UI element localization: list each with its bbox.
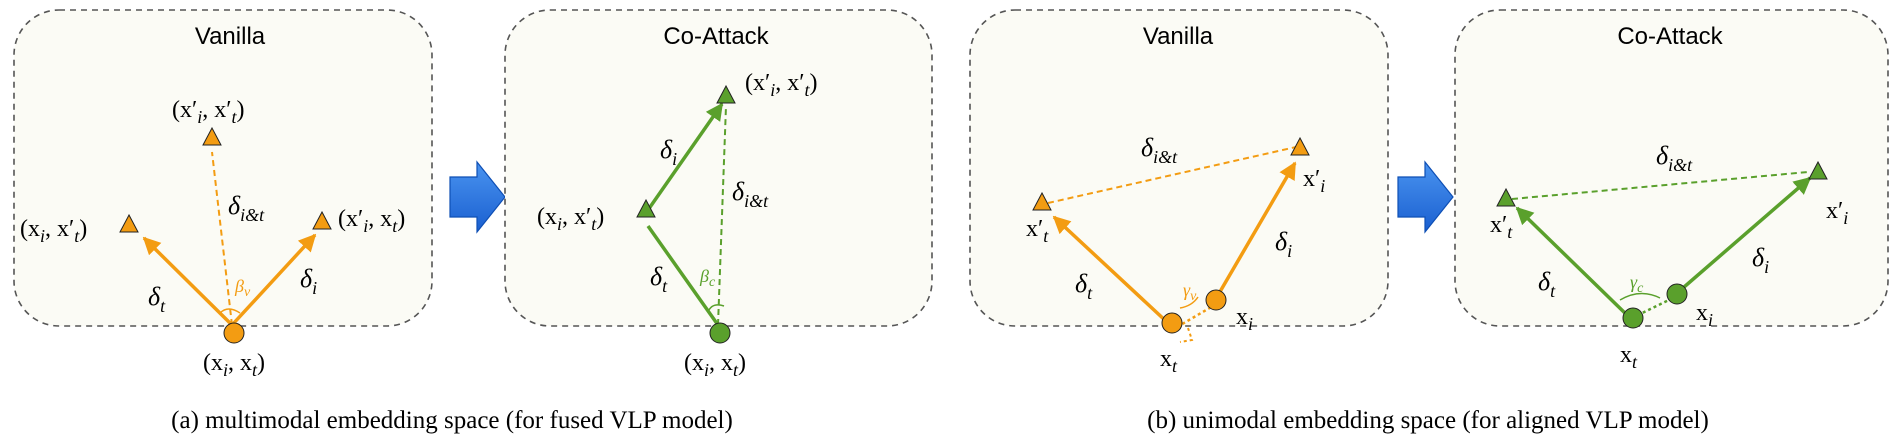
triangle-node <box>1290 136 1310 156</box>
delta-t-label: δt <box>650 262 668 296</box>
delta-it-label: δi&t <box>228 191 265 225</box>
beta-arc <box>707 304 725 313</box>
node-label-xpi-xpt: (x′i, x′t) <box>172 97 245 127</box>
panel-a-vanilla: Vanilla (x′i, x′t) (xi, x′t) (x′i, xt) (… <box>13 9 433 380</box>
caption-b: (b) unimodal embedding space (for aligne… <box>1147 407 1709 434</box>
triangle-node <box>119 213 139 233</box>
delta-it-label: δi&t <box>1141 133 1178 167</box>
node-label-xpt: x′t <box>1026 216 1049 246</box>
panel-frame <box>13 9 433 327</box>
panel-title: Co-Attack <box>663 23 769 50</box>
delta-t-arrow <box>1515 206 1630 318</box>
panel-frame <box>1454 9 1889 327</box>
beta-arc <box>219 308 241 314</box>
circle-node <box>1205 289 1227 311</box>
delta-i-label: δi <box>300 264 317 298</box>
delta-t-edge <box>646 224 720 327</box>
node-label-xpt: x′t <box>1490 212 1513 242</box>
right-arrow-icon <box>1397 160 1454 234</box>
panel-frame <box>504 9 933 327</box>
delta-i-arrow <box>646 102 724 212</box>
triangle-node <box>716 84 736 104</box>
panel-title: Vanilla <box>1143 23 1214 50</box>
node-label-xpi-xpt: (x′i, x′t) <box>745 70 818 100</box>
node-label-xi-xt: (xi, xt) <box>203 350 265 380</box>
node-label-xpi-xt: (x′i, xt) <box>338 206 405 236</box>
caption-a: (a) multimodal embedding space (for fuse… <box>171 407 733 434</box>
panel-b-vanilla: Vanilla x′t x′i xt xi δi&t δt δi γv <box>969 9 1389 376</box>
triangle-node <box>1032 191 1052 211</box>
delta-i-arrow <box>230 233 317 327</box>
gamma-v-label: γv <box>1183 280 1197 304</box>
angle-marker <box>1179 327 1194 343</box>
node-label-xpi: x′i <box>1303 166 1325 196</box>
right-arrow-icon <box>449 160 506 234</box>
delta-t-arrow <box>1052 215 1170 325</box>
gamma-c-label: γc <box>1630 272 1644 296</box>
delta-it-edge <box>1047 146 1297 204</box>
beta-v-label: βv <box>234 276 251 300</box>
delta-it-edge <box>211 151 233 326</box>
delta-i-arrow <box>1212 161 1297 303</box>
circle-node <box>223 322 245 344</box>
delta-t-label: δt <box>148 282 166 316</box>
triangle-node <box>1496 187 1516 207</box>
circle-node <box>1622 307 1644 329</box>
delta-it-label: δi&t <box>732 177 769 211</box>
delta-t-arrow <box>142 236 234 327</box>
delta-t-label: δt <box>1075 269 1093 303</box>
gamma-arc <box>1619 292 1661 301</box>
delta-i-label: δi <box>1752 243 1769 277</box>
node-label-xt: xt <box>1160 346 1178 376</box>
beta-c-label: βc <box>699 266 716 290</box>
node-label-xi-xpt: (xi, x′t) <box>20 216 87 246</box>
delta-i-arrow <box>1674 176 1812 296</box>
triangle-node <box>312 210 332 230</box>
node-label-xi-xt: (xi, xt) <box>684 350 746 380</box>
delta-it-edge <box>717 105 727 326</box>
panel-a-coattack: Co-Attack (x′i, x′t) (xi, x′t) (xi, xt) … <box>504 9 933 380</box>
circle-node <box>709 322 731 344</box>
triangle-node <box>202 126 222 146</box>
node-label-xt: xt <box>1620 342 1638 372</box>
panel-b-coattack: Co-Attack x′t x′i xt xi δi&t δt δi γc <box>1454 9 1889 372</box>
delta-it-label: δi&t <box>1656 141 1693 175</box>
circle-node <box>1666 283 1688 305</box>
triangle-node <box>636 198 656 218</box>
delta-i-label: δi <box>660 135 677 169</box>
triangle-node <box>1808 160 1828 180</box>
circle-node <box>1161 312 1183 334</box>
delta-i-label: δi <box>1275 227 1292 261</box>
delta-t-label: δt <box>1538 267 1556 301</box>
panel-frame <box>969 9 1389 327</box>
node-label-xi: xi <box>1236 304 1253 334</box>
node-label-xpi: x′i <box>1826 198 1848 228</box>
gamma-arc <box>1179 296 1199 309</box>
node-label-xi: xi <box>1696 300 1713 330</box>
panel-title: Vanilla <box>195 23 266 50</box>
node-label-xi-xpt: (xi, x′t) <box>537 204 604 234</box>
panel-title: Co-Attack <box>1617 23 1723 50</box>
